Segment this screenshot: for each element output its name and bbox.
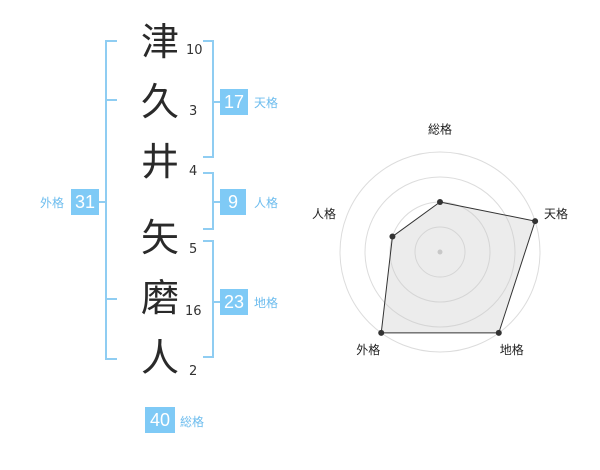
radar-ring — [364, 176, 516, 328]
radar-value-polygon — [380, 201, 536, 334]
radar-point-1 — [437, 199, 443, 205]
chikaku-bracket-top-tick — [203, 240, 214, 242]
stroke-count-6: 2 — [189, 364, 198, 379]
outer-bracket-tick — [105, 99, 117, 101]
outer-bracket-tick — [105, 298, 117, 300]
radar-axis-label-3: 地格 — [500, 342, 524, 357]
radar-axis-label-5: 人格 — [312, 206, 336, 221]
radar-ring — [414, 226, 466, 278]
name-char-3: 井 — [140, 140, 179, 184]
chikaku-bracket-connector — [213, 301, 221, 303]
tenkaku-bracket-line — [212, 40, 214, 158]
name-char-2: 久 — [140, 80, 179, 124]
radar-axis-label-2: 天格 — [544, 206, 568, 221]
stroke-count-1: 10 — [186, 43, 203, 58]
gaikaku-value-badge: 31 — [71, 189, 99, 215]
outer-bracket-connector — [98, 201, 106, 203]
jinkaku-label: 人格 — [254, 196, 279, 210]
stroke-count-5: 16 — [185, 304, 202, 319]
radar-point-4 — [378, 329, 385, 336]
jinkaku-value-badge: 9 — [220, 189, 246, 215]
tenkaku-bracket-connector — [213, 101, 221, 103]
stroke-count-4: 5 — [189, 242, 198, 257]
tenkaku-label: 天格 — [254, 96, 279, 110]
name-char-5: 磨 — [140, 276, 179, 320]
jinkaku-bracket-top-tick — [203, 172, 214, 174]
radar-center-point — [437, 249, 443, 255]
chikaku-label: 地格 — [254, 296, 279, 310]
radar-point-2 — [532, 218, 539, 225]
outer-bracket-top-tick — [105, 40, 117, 42]
stroke-count-2: 3 — [189, 104, 198, 119]
gaikaku-label: 外格 — [40, 196, 65, 210]
name-char-6: 人 — [140, 336, 179, 380]
radar-ring — [339, 151, 541, 353]
chikaku-bracket-bottom-tick — [203, 356, 214, 358]
tenkaku-value-badge: 17 — [220, 89, 248, 115]
name-char-4: 矢 — [140, 216, 179, 260]
tenkaku-bracket-top-tick — [203, 40, 214, 42]
soukaku-label: 総格 — [180, 415, 205, 429]
radar-point-3 — [495, 329, 502, 336]
radar-axis-label-1: 総格 — [428, 122, 452, 137]
jinkaku-bracket-connector — [213, 201, 221, 203]
radar-axis-label-4: 外格 — [356, 342, 380, 357]
tenkaku-bracket-bottom-tick — [203, 156, 214, 158]
name-char-1: 津 — [140, 20, 179, 64]
chikaku-bracket-line — [212, 240, 214, 358]
soukaku-value-badge: 40 — [145, 407, 175, 433]
chikaku-value-badge: 23 — [220, 289, 248, 315]
radar-point-5 — [389, 233, 396, 240]
stroke-count-3: 4 — [189, 164, 198, 179]
outer-bracket-bottom-tick — [105, 358, 117, 360]
jinkaku-bracket-bottom-tick — [203, 228, 214, 230]
outer-bracket-line — [105, 40, 107, 360]
